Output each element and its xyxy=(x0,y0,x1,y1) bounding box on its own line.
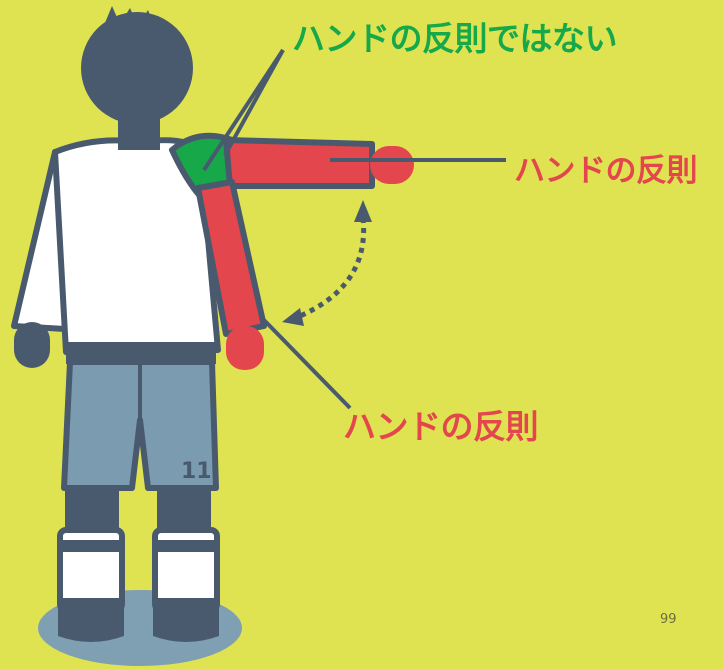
raised-arm xyxy=(223,137,414,189)
head xyxy=(81,6,193,150)
page-number: 99 xyxy=(660,612,677,627)
double-headed-dotted-arrow-icon xyxy=(282,200,372,326)
lowered-arm xyxy=(195,179,267,370)
shorts xyxy=(61,359,219,491)
label-handball-hand: ハンドの反則 xyxy=(343,407,539,446)
label-handball-arm: ハンドの反則 xyxy=(514,153,698,189)
jersey-number: 11 xyxy=(181,459,212,484)
pointer-lines xyxy=(202,48,506,410)
label-not-handball: ハンドの反則ではない xyxy=(292,19,618,58)
legs xyxy=(57,488,220,642)
